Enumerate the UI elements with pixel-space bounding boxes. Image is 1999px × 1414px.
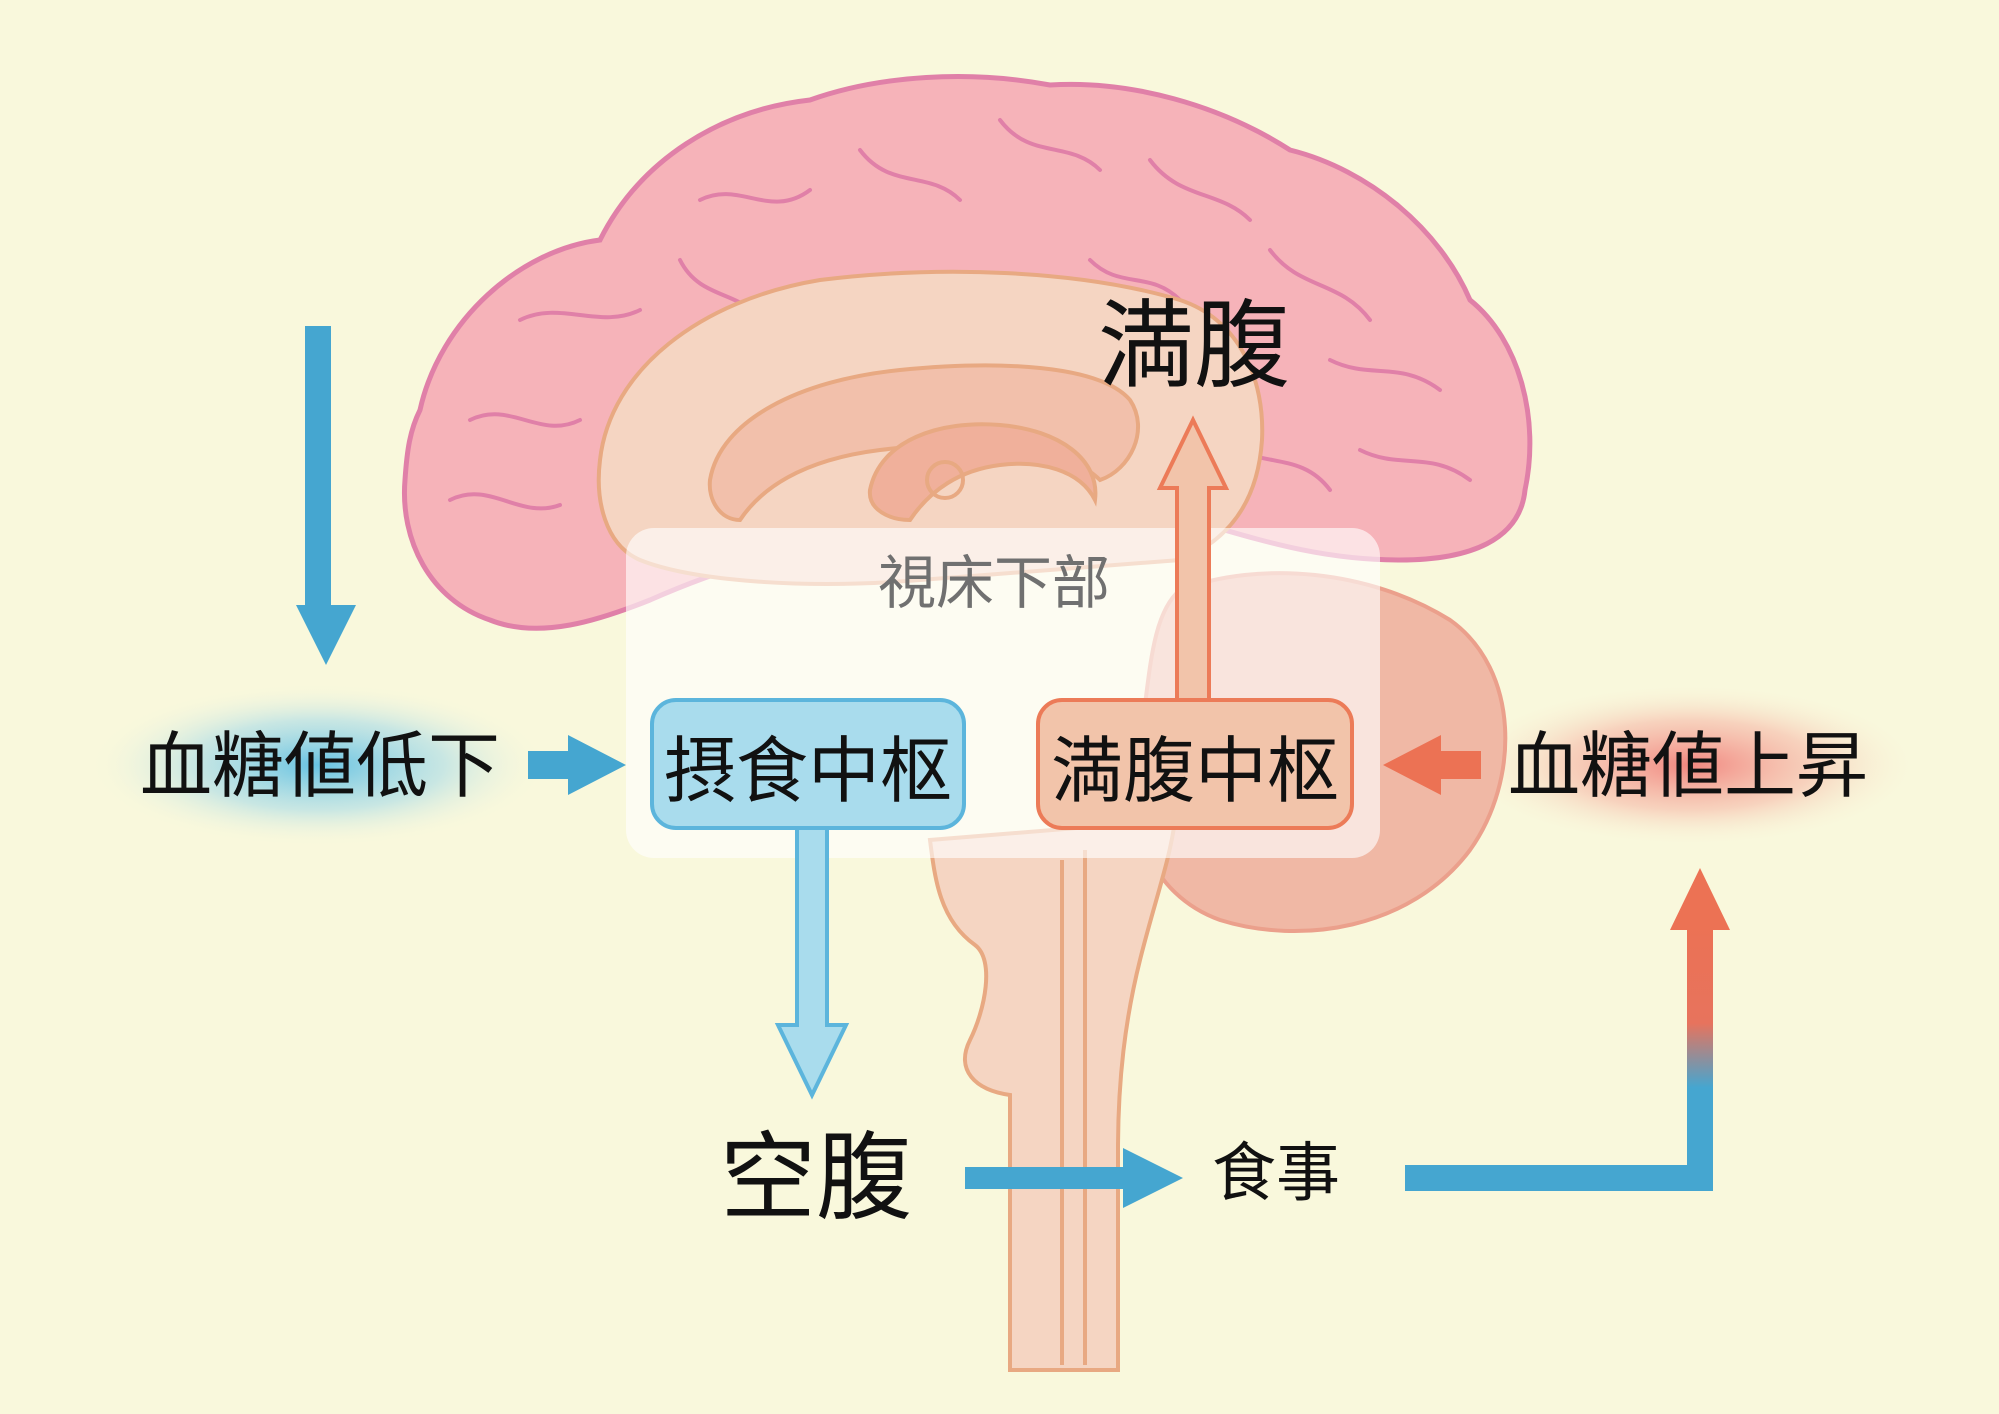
meal-to-glucose-line [1405, 920, 1713, 1191]
cerebrum-folds [448, 118, 1472, 511]
feeding-center-box: 摂食中枢 [650, 698, 966, 830]
meal-label: 食事 [1212, 1137, 1340, 1211]
satiety-center-box: 満腹中枢 [1036, 698, 1354, 830]
up-arrowhead-right [1670, 868, 1730, 930]
thalamus [867, 422, 1098, 523]
hungry-to-meal-arrow [965, 1148, 1183, 1208]
hungry-label: 空腹 [720, 1122, 912, 1234]
hypothalamus-label: 視床下部 [878, 549, 1111, 617]
spinal-canal [1060, 850, 1087, 1365]
glucose-high-label: 血糖値上昇 [1508, 724, 1869, 808]
glucose-low-label: 血糖値低下 [140, 724, 501, 808]
full-label: 満腹 [1098, 290, 1290, 402]
thalamus-detail [925, 460, 965, 500]
brainstem [927, 817, 1178, 1372]
down-arrowhead-left [296, 605, 356, 665]
feeding-center-label: 摂食中枢 [663, 728, 952, 813]
to-feeding-arrow [528, 735, 626, 795]
glucose-low-glow [88, 683, 548, 847]
satiety-center-label: 満腹中枢 [1050, 728, 1339, 813]
glucose-high-glow [1460, 683, 1920, 847]
to-satiety-arrow [1383, 735, 1481, 795]
satiety-up-arrow [1156, 415, 1230, 702]
feeding-down-arrow [774, 823, 850, 1100]
